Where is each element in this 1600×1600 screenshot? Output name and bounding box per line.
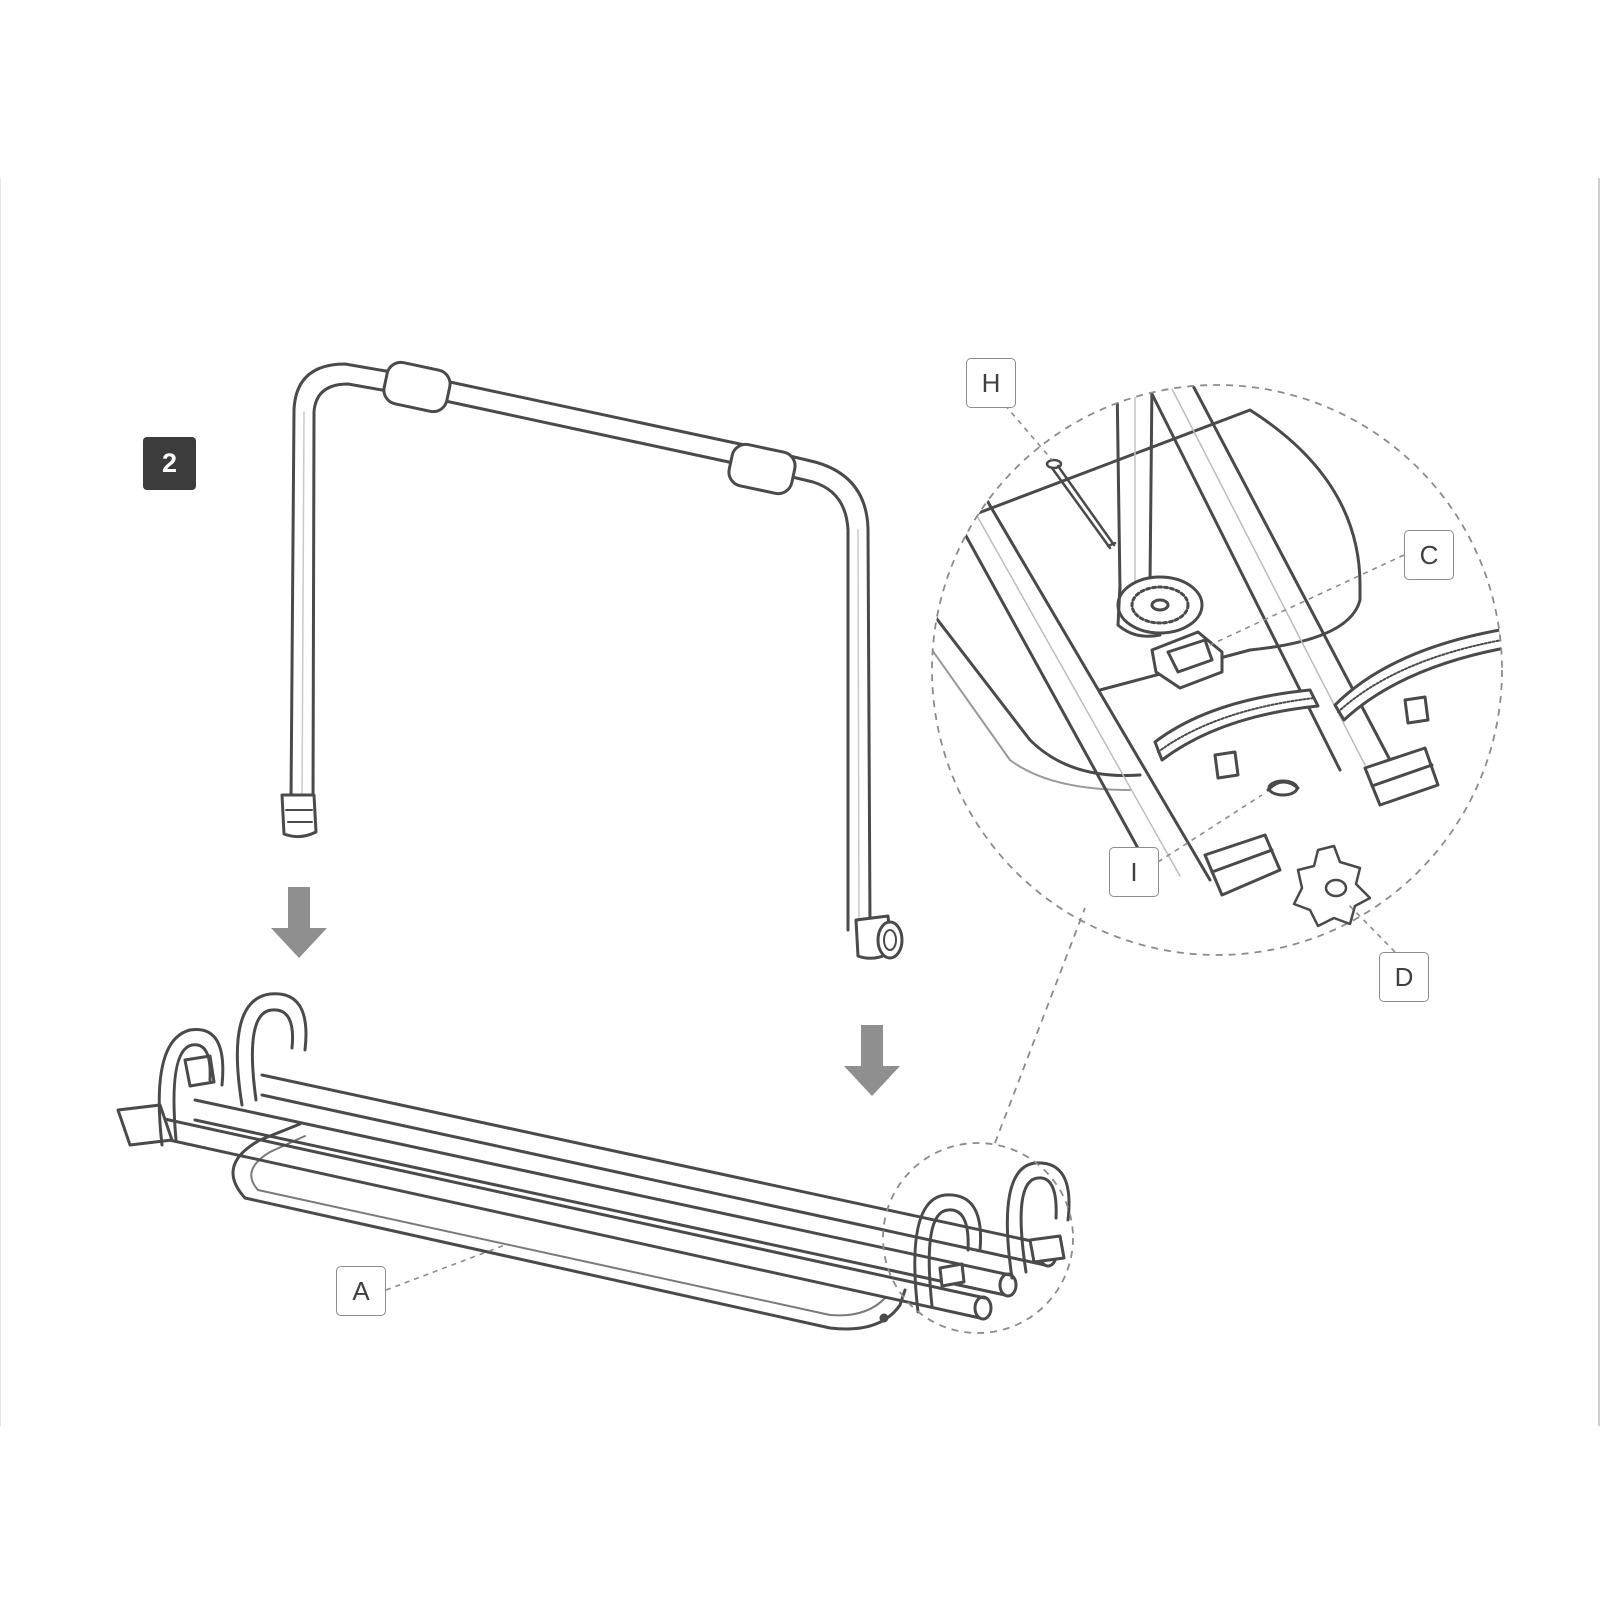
step-number-badge: 2	[143, 437, 196, 490]
left-leg-fitting	[280, 793, 318, 839]
foam-grip-right	[727, 442, 797, 496]
sheet-edge-left	[0, 178, 1, 1426]
wheel-hoop-right-front	[913, 1193, 983, 1314]
detail-circle-large	[931, 384, 1503, 956]
down-arrow-right	[844, 1025, 900, 1096]
callout-label-A: A	[336, 1266, 386, 1316]
down-arrow-left	[271, 887, 327, 958]
detail-connector	[994, 907, 1086, 1144]
wheel-hoop-left-rear	[235, 992, 308, 1107]
leader-A	[385, 1244, 506, 1291]
base-rack	[116, 992, 1071, 1331]
collar-band-right	[1333, 628, 1502, 722]
detail-circle-small	[882, 1142, 1074, 1334]
leader-I	[1157, 794, 1263, 863]
foam-grip-left	[382, 360, 452, 414]
upright-frame	[280, 360, 904, 960]
collar-band-left	[1153, 688, 1320, 762]
callout-label-H: H	[966, 358, 1016, 408]
callout-label-C: C	[1404, 530, 1454, 580]
detail-magnified-view	[932, 385, 1502, 897]
callout-label-I: I	[1109, 847, 1159, 897]
wheel-hoop-left-front	[157, 1027, 225, 1147]
callout-label-D: D	[1379, 952, 1429, 1002]
leader-H	[1004, 404, 1053, 461]
leader-D	[1345, 901, 1396, 953]
sheet-edge-right	[1598, 178, 1600, 1426]
leader-lines	[385, 404, 1405, 1291]
clamp-jaw	[1150, 630, 1224, 690]
tube-end-left	[1203, 833, 1282, 897]
pin-bolt	[1045, 458, 1117, 550]
